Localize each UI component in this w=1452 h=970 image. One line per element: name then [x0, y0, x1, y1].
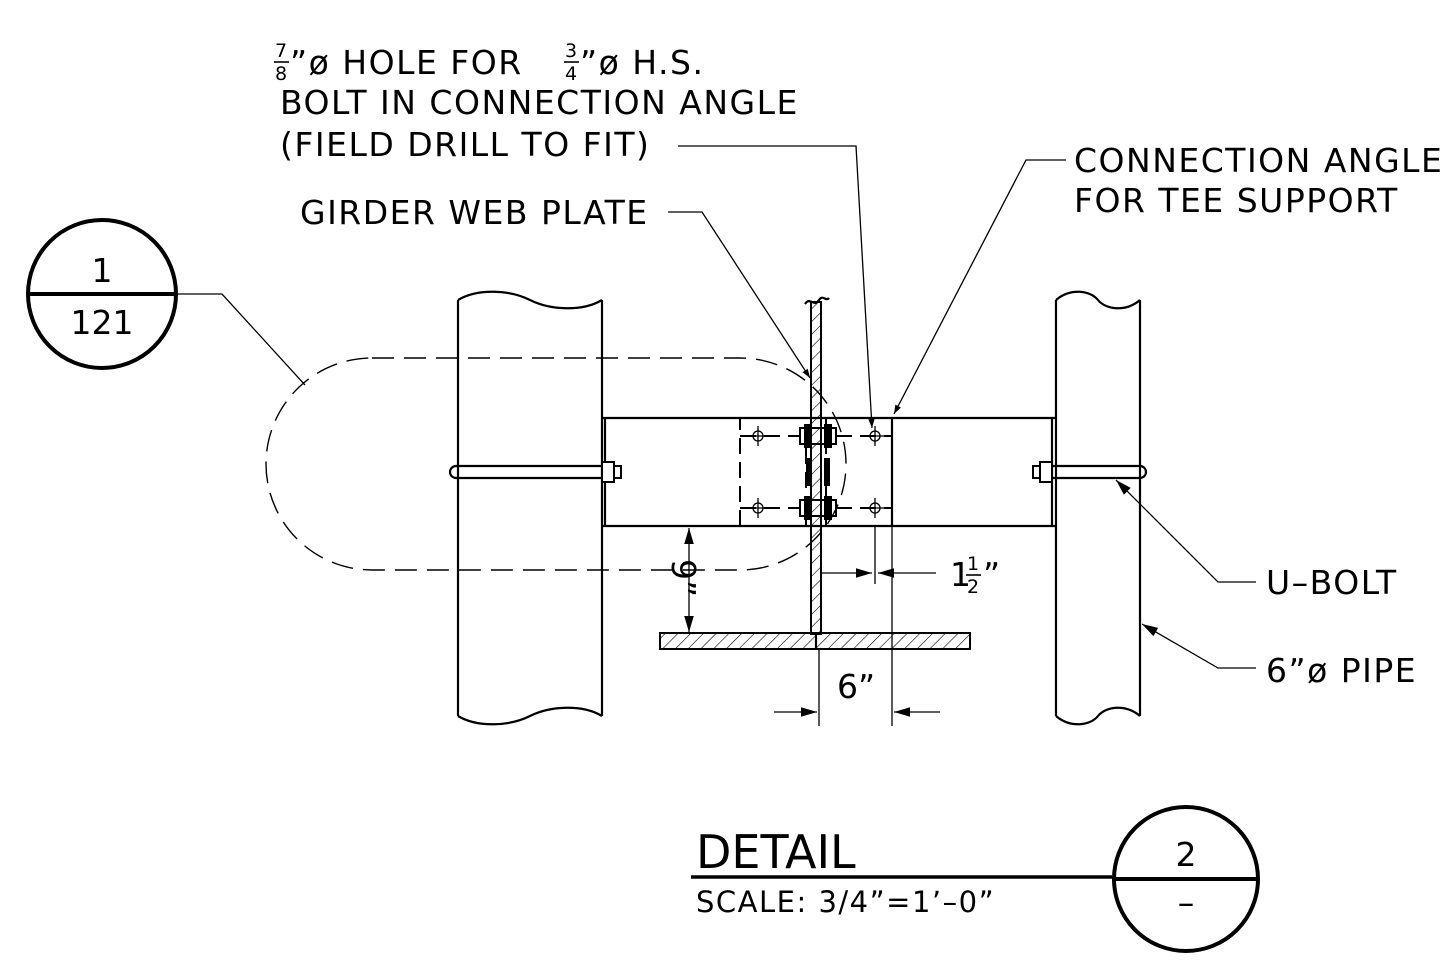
title-ref-bottom: – [1178, 883, 1195, 922]
girder-web-plate-callout: GIRDER WEB PLATE [300, 193, 811, 379]
hole-line1-mid: ”ø HOLE FOR [290, 43, 523, 82]
hole-frac-den: 8 [275, 63, 287, 85]
dim-1-half-den: 2 [967, 576, 979, 598]
dim-1-half-in: 1 1 2 ” [822, 526, 1000, 598]
title-heading: DETAIL [696, 825, 856, 879]
u-bolt-callout: U–BOLT [1115, 479, 1398, 602]
section-ref-top: 1 [92, 251, 113, 290]
dim-9in: 9” [664, 525, 810, 632]
title-scale: SCALE: 3/4”=1’–0” [696, 885, 995, 919]
title-ref-top: 2 [1176, 835, 1197, 874]
left-pipe [456, 290, 604, 726]
pipe-label: 6”ø PIPE [1266, 651, 1417, 690]
u-bolt-label: U–BOLT [1266, 563, 1398, 602]
left-u-bolt [448, 461, 622, 483]
bolt-holes [748, 426, 885, 518]
dim-1-half-num: 1 [967, 553, 979, 575]
title-block: DETAIL SCALE: 3/4”=1’–0” 2 – [691, 805, 1260, 953]
right-u-bolt [1032, 461, 1148, 483]
bolt-frac-den: 4 [565, 63, 577, 85]
hole-line2: BOLT IN CONNECTION ANGLE [280, 83, 799, 122]
dim-6in: 6” [774, 526, 940, 726]
hole-line3: (FIELD DRILL TO FIT) [280, 125, 650, 164]
dim-1-half-whole: 1 [950, 555, 971, 594]
right-pipe [1054, 290, 1142, 726]
girder-web-plate-label: GIRDER WEB PLATE [300, 193, 649, 232]
dim-1-half-mark: ” [983, 555, 1000, 594]
hole-callout: 7 8 ”ø HOLE FOR 3 4 ”ø H.S. BOLT IN CONN… [274, 40, 875, 429]
dim-9in-label: 9” [664, 559, 703, 597]
girder-flange [659, 632, 971, 650]
bolt-frac-num: 3 [565, 40, 577, 62]
detail-boundary [265, 357, 847, 571]
hole-line1-tail: ”ø H.S. [580, 43, 704, 82]
section-ref-bubble: 1 121 [26, 218, 306, 386]
connection-angle-callout: CONNECTION ANGLE FOR TEE SUPPORT [893, 141, 1443, 415]
hole-frac-num: 7 [275, 40, 287, 62]
dim-6in-label: 6” [837, 667, 875, 706]
pipe-callout: 6”ø PIPE [1141, 623, 1417, 690]
connection-angle-label-1: CONNECTION ANGLE [1074, 141, 1443, 180]
section-ref-bottom: 121 [71, 303, 134, 342]
connection-angle-label-2: FOR TEE SUPPORT [1074, 181, 1399, 220]
